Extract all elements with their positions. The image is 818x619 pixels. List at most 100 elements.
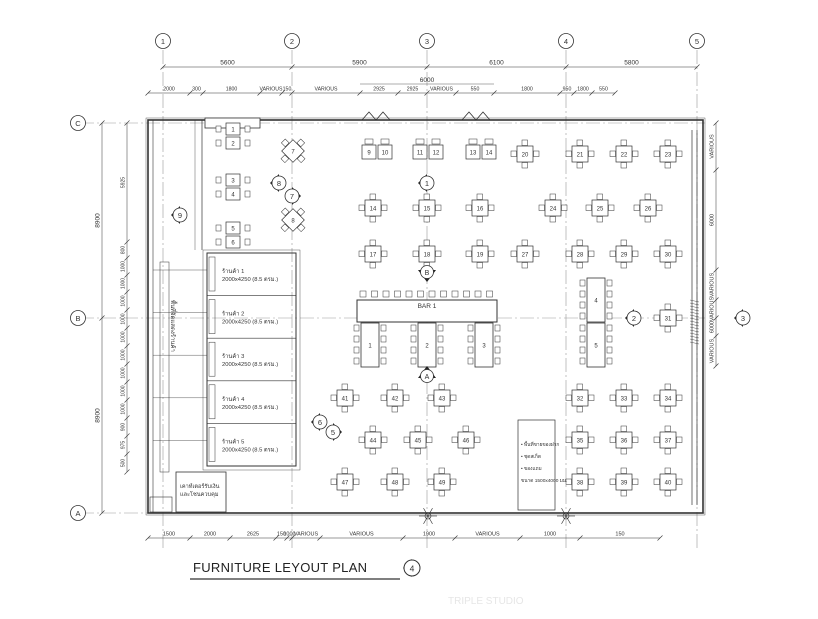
table-number: 37: [665, 439, 672, 445]
grid-bubble-row: [70, 115, 86, 131]
dim-top-center-label: 6000: [420, 77, 435, 84]
small-table: [225, 136, 241, 150]
entrance-plant: [561, 508, 567, 517]
chair: [579, 357, 586, 365]
dim-right-tick: [713, 363, 719, 369]
dim-left-minor-label: 1000: [121, 295, 127, 306]
chair: [632, 250, 639, 257]
dim-top-minor-label: 2925: [407, 87, 419, 93]
chair: [410, 335, 417, 343]
chair: [620, 425, 627, 432]
table-number: 3: [482, 344, 486, 350]
souvenir-area-text: ขนาด 1500x4000 มม.: [521, 478, 567, 484]
chair: [468, 138, 478, 145]
square-table: [571, 431, 589, 449]
small-table-set: 11: [412, 138, 428, 160]
chair: [565, 478, 572, 485]
table-number: 17: [370, 253, 377, 259]
chair: [521, 262, 528, 269]
square-table-set: 7: [280, 138, 306, 164]
chair: [244, 190, 251, 198]
bar-stool: [474, 290, 482, 298]
elevation-letter: A: [425, 374, 430, 381]
chair: [588, 394, 595, 401]
booth-counter: [208, 299, 216, 334]
square-table: [615, 145, 633, 163]
section-number: 7: [290, 192, 294, 201]
chair: [330, 394, 337, 401]
grid-label-column: 5: [695, 37, 699, 46]
chair: [579, 346, 586, 354]
elevation-letter: B: [425, 270, 430, 277]
square-table-set: 32: [565, 383, 595, 413]
square-table-set: 18: [412, 239, 442, 269]
square-table-set: 14: [358, 193, 388, 223]
dim-bottom-tick: [317, 535, 323, 541]
square-table-set: 17: [358, 239, 388, 269]
chair: [391, 383, 398, 390]
chair: [664, 162, 671, 169]
table-number: 30: [665, 253, 672, 259]
booth-size: 2000x4250 (8.5 ตรม.): [222, 404, 278, 411]
chair: [280, 223, 290, 233]
chair: [410, 346, 417, 354]
long-table-set: 4: [579, 277, 613, 323]
section-marker: 2: [625, 309, 642, 327]
chair: [644, 193, 651, 200]
chair: [369, 262, 376, 269]
dim-top-minor-tick: [571, 90, 577, 96]
chair: [410, 324, 417, 332]
long-table-set: 3: [467, 322, 501, 368]
chair: [391, 467, 398, 474]
chair: [606, 324, 613, 332]
chair: [244, 176, 251, 184]
dim-left-minor-tick: [124, 469, 130, 475]
booth-size: 2000x4250 (8.5 ตรม.): [222, 361, 278, 368]
square-table: [281, 139, 305, 163]
chair: [620, 406, 627, 413]
chair: [606, 335, 613, 343]
chair: [450, 478, 457, 485]
chair: [438, 467, 445, 474]
dim-top-minor-tick: [289, 90, 295, 96]
booth-name: ร้านค้า 2: [222, 311, 244, 318]
chair: [476, 262, 483, 269]
booth-counter: [208, 384, 216, 420]
dim-top-minor-tick: [491, 90, 497, 96]
chair: [415, 138, 425, 145]
chair: [579, 290, 586, 298]
dim-top-minor-label: VARIOUS: [260, 87, 284, 93]
chair: [596, 193, 603, 200]
square-table-set: 20: [510, 139, 540, 169]
chair: [403, 394, 410, 401]
elevation-marker: A: [418, 366, 436, 383]
top-window-zigzag: [461, 111, 491, 121]
title-marker-circle: [403, 559, 421, 577]
chair: [438, 406, 445, 413]
dim-right-label: VARIOUS: [710, 134, 716, 159]
booth-size: 2000x4250 (8.5 ตรม.): [222, 446, 278, 453]
table-number: 18: [424, 253, 431, 259]
chair: [664, 467, 671, 474]
entrance-plant: [427, 515, 433, 524]
grid-bubble-column: [689, 33, 705, 49]
chair: [410, 357, 417, 365]
chair: [280, 138, 290, 148]
dim-bottom-tick: [273, 535, 279, 541]
dim-right-tick: [713, 120, 719, 126]
chair: [380, 335, 387, 343]
section-number: 5: [331, 428, 335, 437]
chair: [462, 425, 469, 432]
dim-left-minor-tick: [124, 255, 130, 261]
table-number: 26: [645, 207, 652, 213]
chair: [588, 250, 595, 257]
chair: [244, 125, 251, 133]
small-table: [225, 221, 241, 235]
table-number: 45: [415, 439, 422, 445]
chair: [437, 324, 444, 332]
chair: [369, 448, 376, 455]
table-number: 8: [291, 219, 295, 225]
dim-left-minor-label: 975: [121, 441, 127, 450]
section-marker: 9: [171, 206, 188, 224]
chair: [364, 138, 374, 145]
